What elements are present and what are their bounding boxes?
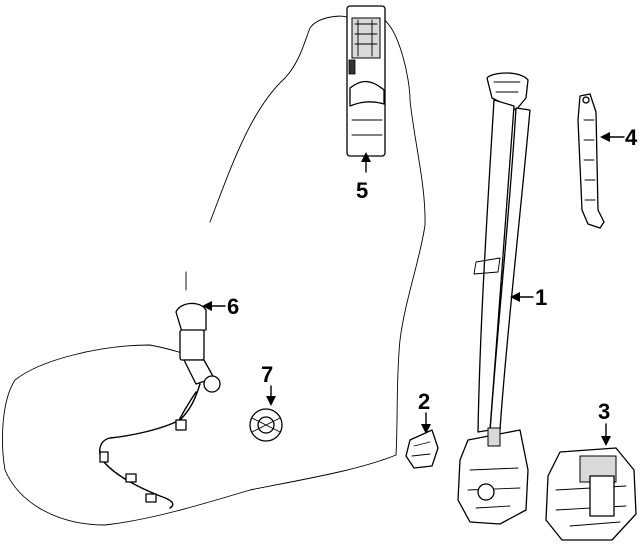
callout-7: 7 xyxy=(261,362,273,387)
seat-outline xyxy=(2,15,426,526)
part-4-callout: 4 xyxy=(600,125,638,150)
part-7-grommet xyxy=(249,408,283,442)
callout-3: 3 xyxy=(598,399,610,424)
part-6-callout: 6 xyxy=(202,294,239,319)
part-3-callout: 3 xyxy=(598,399,611,446)
part-6-buckle-assembly xyxy=(99,302,221,509)
part-5-callout: 5 xyxy=(356,152,371,203)
part-2-cover xyxy=(405,429,439,469)
part-4-height-adjuster xyxy=(577,93,605,229)
part-3-pretensioner xyxy=(545,447,637,541)
callout-5: 5 xyxy=(356,178,368,203)
callout-4: 4 xyxy=(625,125,638,150)
part-1-seat-belt-assembly xyxy=(457,72,531,525)
part-7-callout: 7 xyxy=(261,362,276,406)
part-1-callout: 1 xyxy=(510,285,547,310)
callout-1: 1 xyxy=(535,285,547,310)
callout-2: 2 xyxy=(418,389,430,414)
part-2-callout: 2 xyxy=(418,389,431,434)
callout-6: 6 xyxy=(227,294,239,319)
part-5-upper-anchor xyxy=(346,5,386,157)
